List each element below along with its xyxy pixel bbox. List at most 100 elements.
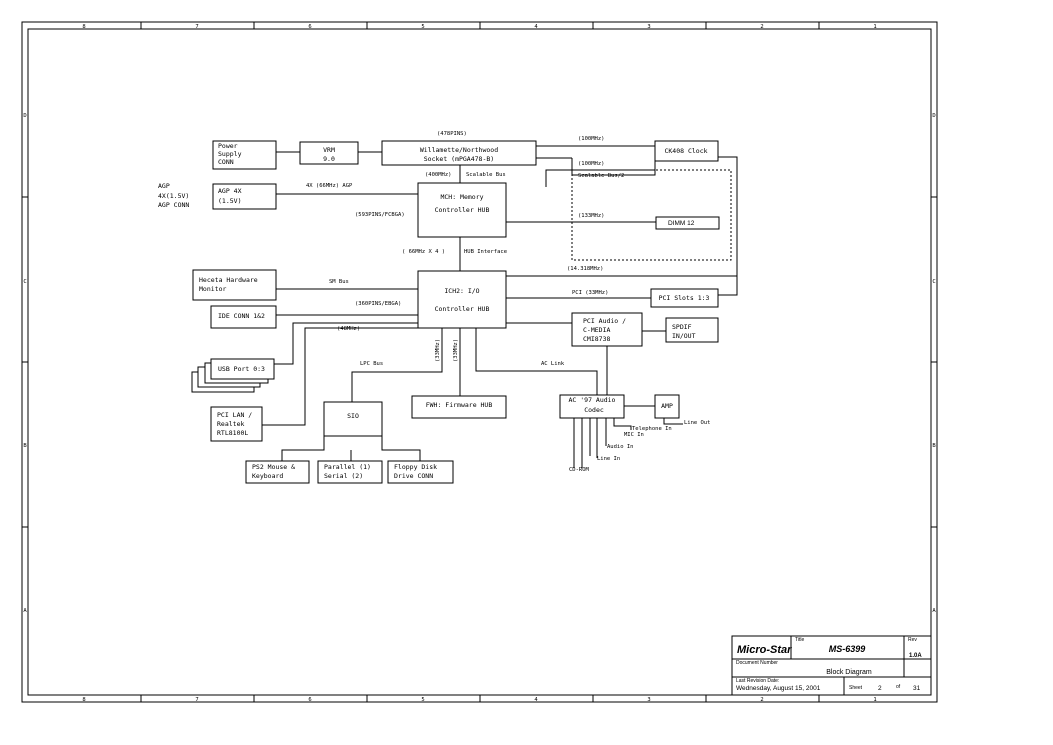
block-spdif: SPDIF IN/OUT (665, 317, 719, 343)
label-clk-100b: (100MHz) (578, 161, 605, 167)
label-clk-100a: (100MHz) (578, 136, 605, 142)
label-pci-33: PCI (33MHz) (572, 290, 608, 296)
svg-text:ICH2: I/O: ICH2: I/O (444, 287, 479, 295)
border-label-top: 2 (760, 24, 763, 30)
label-478pins: (478PINS) (437, 131, 467, 137)
svg-text:Parallel (1): Parallel (1) (324, 463, 371, 471)
agp-side-label: 4X(1.5V) (158, 192, 189, 200)
agp-side-label: AGP (158, 182, 170, 190)
border-label-bottom: 6 (308, 697, 311, 703)
svg-text:PCI Audio /: PCI Audio / (583, 317, 626, 325)
border-label-top: 4 (534, 24, 538, 30)
border-label-top: 3 (647, 24, 650, 30)
label-line-in: Line In (597, 456, 620, 462)
block-floppy: Floppy Disk Drive CONN (387, 460, 454, 484)
svg-text:CK408 Clock: CK408 Clock (664, 147, 707, 155)
svg-text:SPDIF: SPDIF (672, 323, 692, 331)
svg-text:Codec: Codec (584, 406, 604, 414)
label-ac-link: AC Link (541, 361, 565, 367)
block-power-supply: Power Supply CONN (212, 140, 277, 170)
block-parallel-serial: Parallel (1) Serial (2) (317, 460, 383, 484)
title-label: Title (795, 637, 804, 643)
svg-text:Floppy Disk: Floppy Disk (394, 463, 437, 471)
svg-text:C-MEDIA: C-MEDIA (583, 326, 610, 334)
block-dimm: DIMM 12 (655, 216, 720, 230)
block-pci-lan: PCI LAN / Realtek RTL8100L (210, 406, 263, 442)
border-label-side: D (23, 113, 26, 119)
border-label-bottom: 8 (82, 697, 85, 703)
svg-text:MCH: Memory: MCH: Memory (440, 193, 483, 201)
svg-text:Drive CONN: Drive CONN (394, 472, 433, 480)
agp-side-label: AGP CONN (158, 201, 189, 209)
svg-text:AC '97 Audio: AC '97 Audio (569, 396, 616, 404)
svg-text:Keyboard: Keyboard (252, 472, 283, 480)
border-label-bottom: 7 (195, 697, 198, 703)
bus-labels: AGP 4X(1.5V) AGP CONN (478PINS) (100MHz)… (158, 131, 711, 473)
label-cd-rom: CD-ROM (569, 467, 590, 473)
rev-value: 1.0A (909, 653, 922, 659)
border-label-side: C (23, 279, 26, 285)
block-cpu-socket: Willamette/Northwood Socket (mPGA478-B) (381, 140, 537, 166)
svg-text:CONN: CONN (218, 158, 234, 166)
doc-title: Block Diagram (826, 669, 872, 676)
last-revision-label: Last Revision Date: (736, 678, 779, 684)
rev-label: Rev (908, 637, 917, 643)
label-line-out: Line Out (684, 420, 711, 426)
border-label-bottom: 5 (421, 697, 424, 703)
block-heceta-monitor: Heceta Hardware Monitor (192, 269, 277, 301)
label-vert-1: (33MHz) (435, 339, 441, 362)
svg-text:PCI Slots 1:3: PCI Slots 1:3 (659, 294, 710, 302)
border-label-side: C (932, 279, 935, 285)
svg-text:IN/OUT: IN/OUT (672, 332, 696, 340)
border-label-bottom: 3 (647, 697, 650, 703)
label-clk-133: (133MHz) (578, 213, 605, 219)
svg-text:Supply: Supply (218, 150, 242, 158)
block-amp: AMP (654, 394, 680, 419)
label-lpc-bus: LPC Bus (360, 361, 383, 367)
svg-text:DIMM 12: DIMM 12 (668, 220, 695, 227)
title-block: Micro-Star Title MS-6399 Rev 1.0A Docume… (731, 635, 932, 696)
block-vrm: VRM 9.0 (299, 141, 359, 165)
label-mch-pins: (593PINS/FCBGA) (355, 212, 405, 218)
border-label-bottom: 4 (534, 697, 538, 703)
label-hub-interface: HUB Interface (464, 249, 507, 255)
svg-text:CMI8738: CMI8738 (583, 335, 610, 343)
block-fwh: FWH: Firmware HUB (411, 395, 507, 419)
block-ich2: ICH2: I/O Controller HUB (417, 270, 507, 329)
label-scalable-bus: Scalable Bus (466, 172, 506, 178)
label-scalable-bus-2: Scalable Bus/2 (578, 173, 624, 179)
title-value: MS-6399 (829, 644, 866, 654)
border-label-side: B (932, 443, 936, 449)
label-audio-in: Audio In (607, 444, 634, 450)
svg-text:IDE CONN 1&2: IDE CONN 1&2 (218, 312, 265, 320)
border-label-side: A (932, 608, 936, 614)
svg-text:Monitor: Monitor (199, 285, 226, 293)
border-label-top: 5 (421, 24, 424, 30)
svg-text:Controller HUB: Controller HUB (435, 305, 490, 313)
label-mic-in: MIC In (624, 432, 644, 438)
svg-text:AMP: AMP (661, 402, 673, 410)
svg-text:Heceta Hardware: Heceta Hardware (199, 276, 258, 284)
block-ide-conn: IDE CONN 1&2 (210, 305, 277, 329)
border-label-side: A (23, 608, 27, 614)
svg-text:Realtek: Realtek (217, 420, 244, 428)
label-sm-bus: SM Bus (329, 279, 349, 285)
block-pci-slots: PCI Slots 1:3 (650, 288, 719, 308)
label-clk-48: (48MHz) (337, 326, 360, 332)
label-clk-14: (14.318MHz) (567, 266, 603, 272)
svg-text:SIO: SIO (347, 412, 359, 420)
block-usb-ports: USB Port 0:3 (191, 358, 275, 393)
border-label-side: B (23, 443, 27, 449)
of-label: of (896, 684, 901, 690)
svg-text:9.0: 9.0 (323, 155, 335, 163)
border-label-top: 6 (308, 24, 311, 30)
svg-text:PCI LAN /: PCI LAN / (217, 411, 252, 419)
svg-text:VRM: VRM (323, 146, 335, 154)
border-label-top: 1 (873, 24, 876, 30)
block-mch: MCH: Memory Controller HUB (417, 182, 507, 238)
border-label-bottom: 2 (760, 697, 763, 703)
company-logo: Micro-Star (737, 644, 792, 656)
svg-text:Serial (2): Serial (2) (324, 472, 363, 480)
sheet-total: 31 (913, 685, 921, 692)
